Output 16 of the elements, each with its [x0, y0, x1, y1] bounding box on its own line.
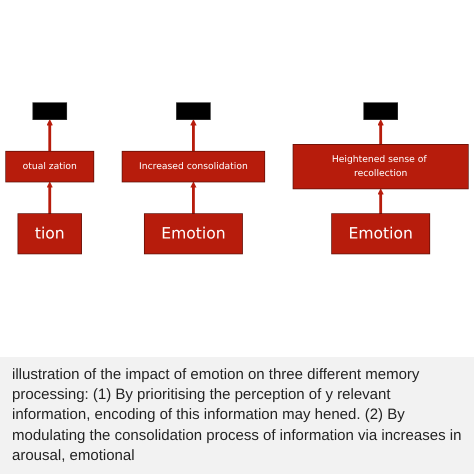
arrow [190, 119, 197, 152]
node-box: Increased consolidation [122, 150, 266, 182]
node-box: tion [18, 213, 82, 254]
node-box [363, 102, 398, 120]
arrow [190, 182, 197, 214]
arrow [378, 188, 384, 214]
caption: illustration of the impact of emotion on three different memory processing: (1) By prioritising the perception of y relevant information, encoding of this information may hened. (2) By modulating the consolidation process of information via increases in arousal, emotional [0, 356, 474, 474]
node-box [32, 102, 68, 120]
node-box: otual zation [5, 150, 94, 182]
node-box: Emotion [144, 213, 243, 254]
node-box: Emotion [331, 213, 430, 254]
node-box [176, 102, 211, 120]
arrow [46, 119, 53, 152]
arrow [46, 182, 53, 214]
node-box: Heightened sense of recollection [292, 144, 469, 190]
arrow [378, 119, 384, 144]
